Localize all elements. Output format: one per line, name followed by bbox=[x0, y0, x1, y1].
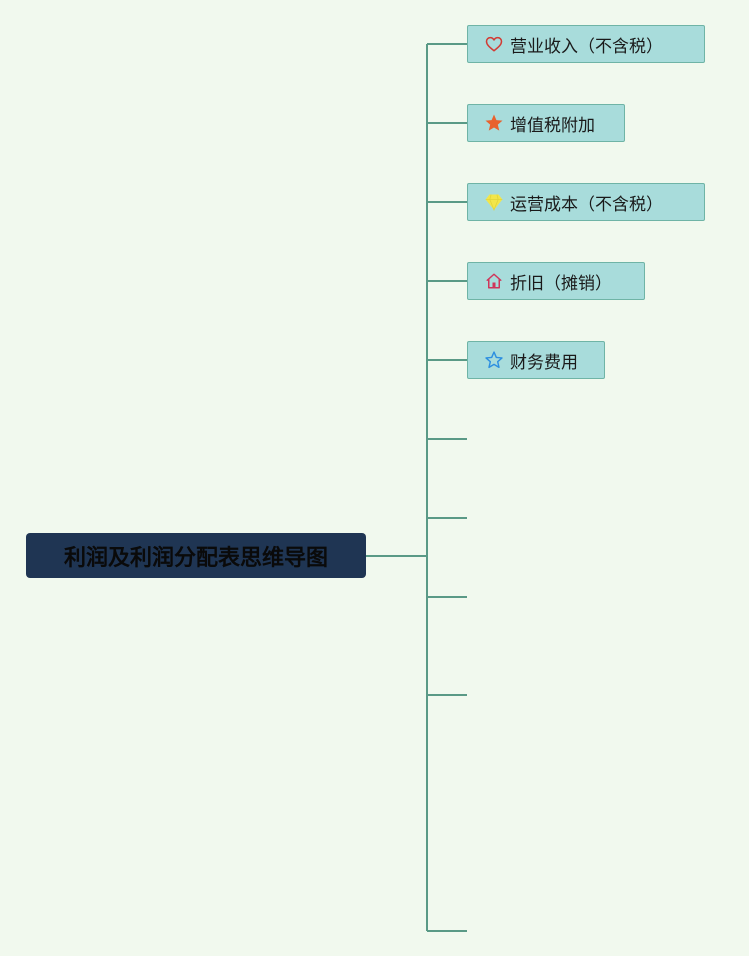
topic-label: 营业收入（不含税） bbox=[510, 36, 663, 57]
topic-label: 财务费用 bbox=[510, 352, 578, 373]
star-filled-icon bbox=[484, 113, 504, 133]
topic-operating-cost[interactable]: 运营成本（不含税） bbox=[467, 183, 705, 221]
topic-label: 折旧（摊销） bbox=[510, 273, 612, 294]
topic-financial-expense[interactable]: 财务费用 bbox=[467, 341, 605, 379]
house-icon bbox=[484, 271, 504, 291]
topic-label: 运营成本（不含税） bbox=[510, 194, 663, 215]
root-topic-label: 利润及利润分配表思维导图 bbox=[63, 545, 328, 571]
topic-vat-surcharge[interactable]: 增值税附加 bbox=[467, 104, 625, 142]
heart-outline-icon bbox=[484, 34, 504, 54]
star-outline-icon bbox=[484, 350, 504, 370]
diamond-icon bbox=[484, 192, 504, 212]
topic-revenue[interactable]: 营业收入（不含税） bbox=[467, 25, 705, 63]
topic-depreciation[interactable]: 折旧（摊销） bbox=[467, 262, 645, 300]
root-topic[interactable]: 利润及利润分配表思维导图 bbox=[26, 533, 366, 578]
topic-label: 增值税附加 bbox=[510, 115, 595, 136]
